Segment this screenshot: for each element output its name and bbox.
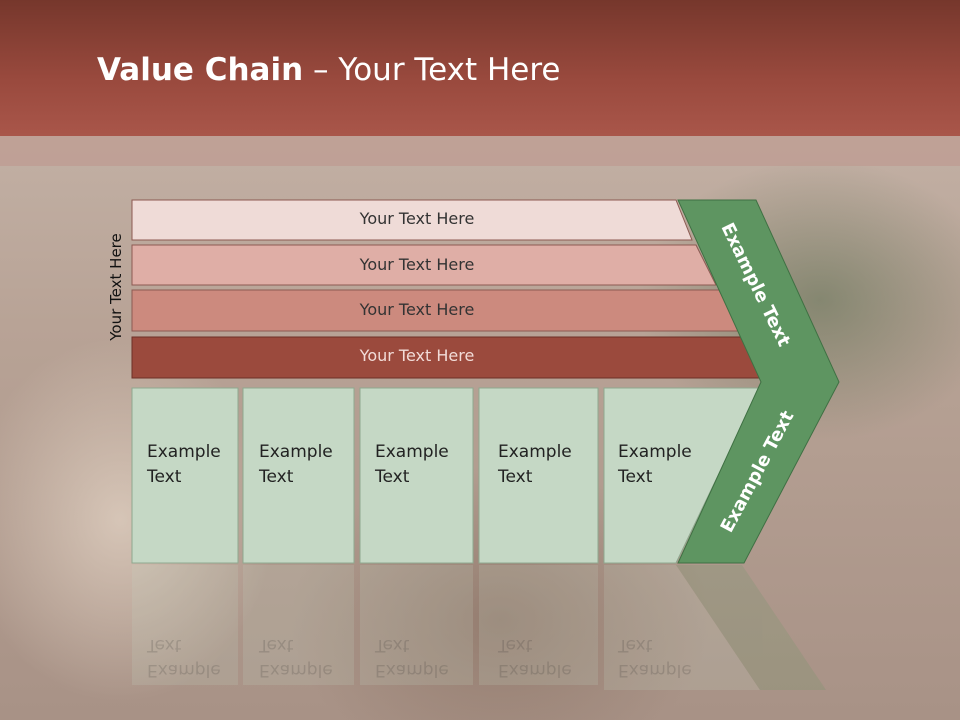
column-4	[478, 387, 599, 564]
reflection-line1: Example	[147, 660, 221, 680]
header-bar	[0, 0, 960, 136]
column-5	[603, 387, 761, 564]
column-3-line2: Text	[375, 467, 410, 487]
column-2-line2: Text	[259, 467, 294, 487]
column-3	[359, 387, 474, 564]
reflection-line1: Example	[618, 660, 692, 680]
reflection-line1: Example	[375, 660, 449, 680]
bar-1	[131, 199, 693, 241]
title-rest: – Your Text Here	[303, 52, 561, 88]
bar-3-label: Your Text Here	[359, 300, 475, 319]
reflection-group	[132, 565, 826, 690]
column-reflection	[360, 565, 473, 685]
column-reflection	[243, 565, 354, 685]
column-4-line2: Text	[498, 467, 533, 487]
column-2-line1: Example	[259, 442, 333, 462]
reflection-line2: Text	[498, 635, 533, 655]
column-4-line1: Example	[498, 442, 572, 462]
column-4-reflection-text: Example Text	[498, 632, 588, 682]
reflection-line2: Text	[618, 635, 653, 655]
reflection-line2: Text	[375, 635, 410, 655]
slide-title: Value Chain – Your Text Here	[97, 52, 560, 96]
bar-2-label: Your Text Here	[359, 255, 475, 274]
arrow-reflection	[676, 565, 826, 690]
reflection-line1: Example	[259, 660, 333, 680]
column-1-line1: Example	[147, 442, 221, 462]
title-bold: Value Chain	[97, 52, 304, 88]
column-reflection	[132, 565, 238, 685]
reflection-line1: Example	[498, 660, 572, 680]
column-3-line1: Example	[375, 442, 449, 462]
column-reflection	[604, 565, 760, 690]
chevron-arrow	[677, 199, 840, 564]
column-5-line1: Example	[618, 442, 692, 462]
header-band	[0, 136, 960, 166]
column-5-line2: Text	[618, 467, 653, 487]
reflection-line2: Text	[147, 635, 182, 655]
bar-1-label: Your Text Here	[359, 209, 475, 228]
reflection-line2: Text	[259, 635, 294, 655]
column-2	[242, 387, 355, 564]
column-1-reflection-text: Example Text	[147, 632, 237, 682]
bar-4-label: Your Text Here	[359, 346, 475, 365]
bar-2	[131, 244, 717, 286]
column-1-line2: Text	[147, 467, 182, 487]
column-1	[131, 387, 239, 564]
column-5-reflection-text: Example Text	[618, 632, 708, 682]
column-reflection	[479, 565, 598, 685]
column-2-reflection-text: Example Text	[259, 632, 349, 682]
column-3-reflection-text: Example Text	[375, 632, 465, 682]
